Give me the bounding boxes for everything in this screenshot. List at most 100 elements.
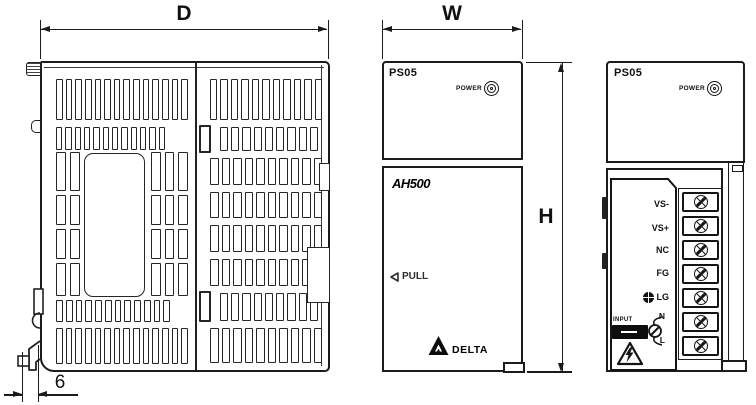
base-foot — [720, 360, 747, 372]
terminal-screw-icon — [682, 240, 719, 260]
vent-row — [56, 195, 80, 225]
vent-slot — [199, 125, 211, 153]
neutral-label: N — [658, 311, 665, 321]
d-arrow-left-icon — [41, 25, 50, 32]
height-dimension-label: H — [538, 205, 554, 228]
terminal-label: NC — [656, 245, 669, 255]
vent-row — [220, 293, 318, 321]
terminal-screw-icon — [682, 288, 719, 308]
side-rail — [728, 163, 744, 370]
vent-row — [56, 127, 165, 150]
power-indicator: POWER — [456, 81, 499, 96]
width-dimension-label: W — [442, 2, 462, 25]
front-door: AH500 PULL DELTA — [382, 166, 525, 373]
terminal-label-panel — [610, 178, 677, 371]
terminal-screw-icon — [682, 216, 719, 236]
vent-row — [210, 158, 322, 185]
h-dimension-line — [561, 63, 563, 371]
edge-tab — [602, 197, 607, 219]
d-extension-line-left — [39, 20, 41, 59]
vent-row — [56, 300, 170, 322]
front-view: PS05 POWER AH500 PULL DELTA — [382, 61, 525, 373]
terminal-label: LG — [656, 292, 670, 302]
din-offset-label: 6 — [54, 372, 66, 393]
vent-row — [56, 263, 80, 296]
terminal-screw-icon — [682, 336, 719, 356]
din-arrow-left-icon — [13, 391, 22, 397]
mounting-hook — [307, 247, 330, 303]
vent-row — [151, 195, 189, 225]
warning-triangle-icon — [616, 341, 644, 366]
live-label: L — [659, 335, 665, 345]
d-arrow-right-icon — [318, 25, 327, 32]
d-extension-line-right — [327, 20, 329, 59]
h-extension-line-bottom — [527, 371, 572, 373]
vent-row — [151, 263, 189, 296]
vent-slot — [199, 291, 211, 322]
w-extension-line-right — [521, 20, 523, 59]
ground-icon — [643, 292, 654, 303]
w-extension-line-left — [381, 20, 383, 59]
pull-handle: PULL — [390, 271, 428, 282]
w-dimension-line — [383, 28, 521, 30]
power-label: POWER — [678, 85, 705, 92]
model-label: PS05 — [614, 67, 643, 79]
brand-label: DELTA — [452, 344, 488, 356]
din-extension-line-right — [37, 345, 39, 402]
power-led-icon — [484, 81, 499, 96]
delta-logo: DELTA — [428, 335, 488, 356]
terminal-label: VS+ — [651, 223, 669, 233]
terminal-screw-icon — [682, 312, 719, 332]
terminal-label: VS- — [653, 199, 669, 209]
vent-row — [210, 79, 322, 120]
input-port — [612, 325, 648, 339]
power-indicator: POWER — [679, 81, 722, 96]
h-extension-line-top — [526, 61, 572, 63]
edge-tab — [602, 253, 607, 269]
h-arrow-bottom-icon — [558, 363, 564, 372]
mounting-hook — [319, 163, 330, 191]
din-extension-line-left — [21, 352, 23, 402]
vent-row — [151, 229, 189, 259]
d-dimension-line — [41, 28, 327, 30]
terminal-view: PS05 POWER VS- VS+ NC FG LG INPUT N L — [602, 61, 747, 372]
vent-row — [220, 127, 318, 151]
vent-row — [210, 225, 322, 252]
terminal-screw-icon — [682, 192, 719, 212]
top-rim-line — [44, 67, 324, 68]
vent-row — [56, 79, 188, 120]
side-bump — [31, 120, 41, 133]
power-label: POWER — [455, 85, 482, 92]
vent-row — [56, 229, 80, 259]
terminal-block — [678, 188, 723, 360]
din-rail-clip-icon — [17, 288, 44, 371]
line-screw-icon — [648, 316, 663, 346]
power-led-icon — [707, 81, 722, 96]
terminal-label: FG — [656, 268, 670, 278]
vent-row — [56, 152, 80, 191]
vent-row — [210, 192, 322, 218]
side-view — [40, 61, 330, 372]
w-arrow-right-icon — [512, 25, 521, 32]
delta-triangle-icon — [428, 336, 449, 355]
pull-arrow-icon — [390, 271, 399, 282]
side-rail-tab — [732, 165, 743, 172]
vent-row — [210, 328, 322, 363]
terminal-screw-icon — [682, 264, 719, 284]
case-split-line — [195, 63, 197, 370]
h-arrow-top-icon — [558, 63, 564, 72]
latch-tab — [503, 362, 525, 373]
vent-row — [151, 152, 189, 191]
pull-label: PULL — [402, 271, 429, 282]
front-top-panel: PS05 POWER — [382, 61, 523, 160]
mounting-screw-icon — [26, 62, 41, 76]
din-arrow-right-icon — [38, 391, 47, 397]
terminal-top-panel: PS05 POWER — [606, 61, 745, 163]
din-dimension-line-right — [38, 394, 78, 396]
vent-row — [210, 259, 322, 286]
input-label: INPUT — [613, 317, 633, 323]
nameplate-area — [84, 153, 145, 297]
model-label: PS05 — [389, 67, 418, 79]
vent-row — [56, 328, 188, 364]
